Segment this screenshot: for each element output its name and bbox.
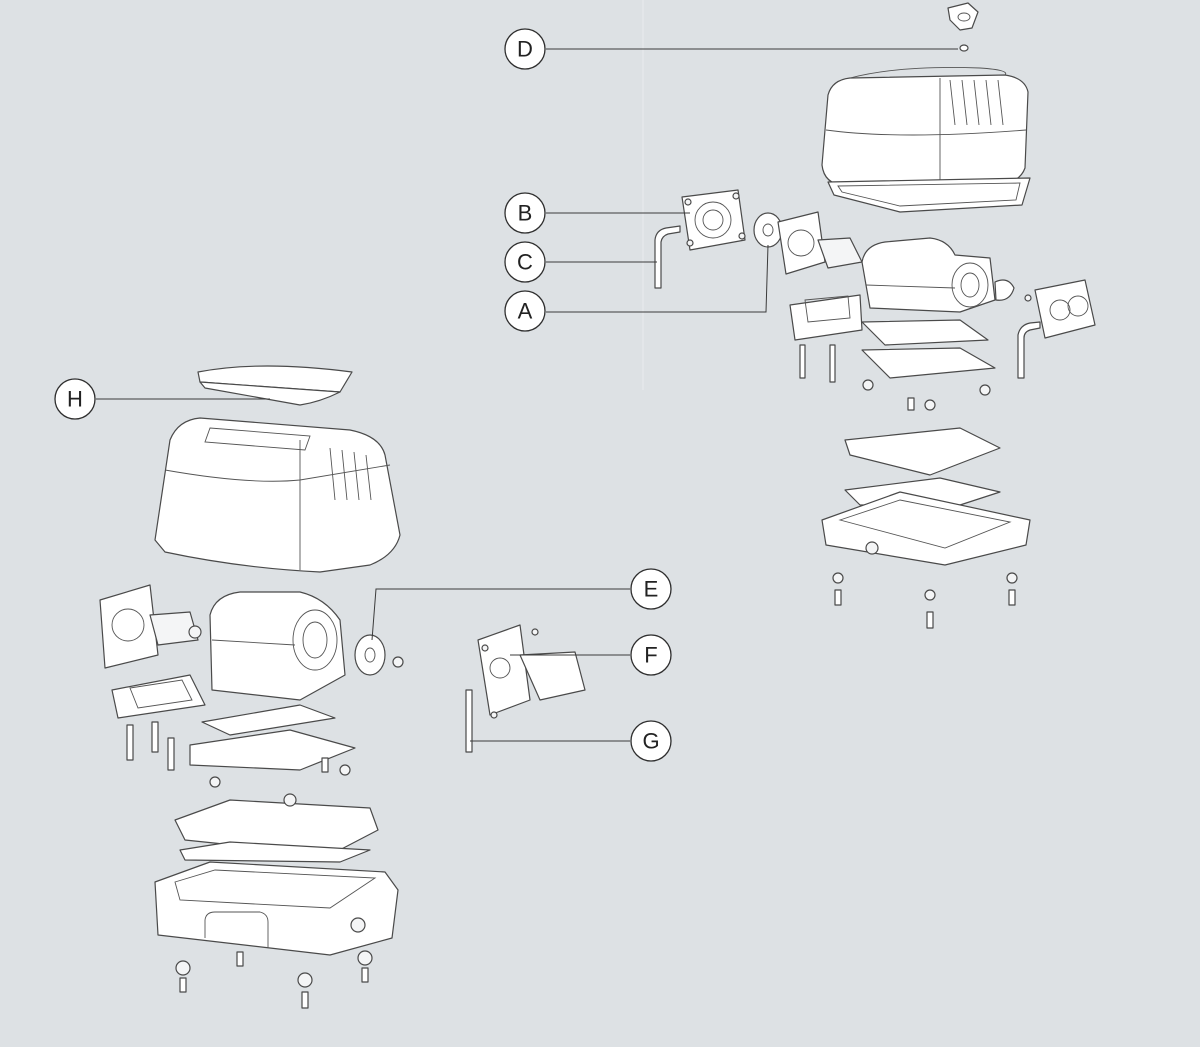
callout-f: F (510, 634, 672, 676)
callout-label-b: B (518, 201, 533, 226)
top-fitting (947, 2, 979, 52)
callout-a: A (504, 244, 769, 332)
left-gasket (179, 841, 371, 863)
left-assembly (99, 365, 586, 1009)
callout-label-h: H (67, 387, 83, 412)
right-pump-head (777, 211, 863, 275)
callout-label-e: E (644, 577, 659, 602)
callout-label-c: C (517, 250, 533, 275)
callout-b: B (504, 192, 690, 234)
callout-label-f: F (644, 643, 657, 668)
callout-circle-c (504, 241, 546, 283)
right-assembly (654, 2, 1096, 629)
left-diaphragm (354, 634, 404, 676)
callout-label-d: D (517, 37, 533, 62)
callout-circle-d (504, 28, 546, 70)
callout-circle-f (630, 634, 672, 676)
callout-e: E (371, 568, 672, 641)
callout-circle-h (54, 378, 96, 420)
right-base-plate (844, 427, 1001, 476)
callout-label-a: A (518, 299, 533, 324)
leader-line-e (371, 588, 630, 641)
left-magnet-block (111, 674, 206, 771)
callout-circle-g (630, 720, 672, 762)
right-top-cover (821, 66, 1031, 213)
left-feet (175, 950, 373, 1009)
left-filter-cover (197, 365, 353, 406)
left-pump-head (99, 584, 202, 669)
left-housing-base (154, 861, 399, 956)
callout-d: D (504, 28, 958, 70)
left-valve-chamber (477, 624, 586, 719)
callout-c: C (504, 241, 657, 283)
right-valve-plate (681, 189, 746, 251)
right-housing-base (821, 491, 1031, 566)
left-top-cover (154, 417, 401, 573)
callout-circle-e (630, 568, 672, 610)
left-air-tube (465, 689, 473, 753)
callout-label-g: G (642, 729, 659, 754)
right-diaphragm (753, 212, 783, 248)
right-circuit-plates (861, 319, 996, 411)
right-valve-chamber (1017, 279, 1096, 379)
right-motor-block (861, 237, 1032, 313)
left-base-plate (174, 799, 379, 856)
callout-circle-b (504, 192, 546, 234)
leader-line-a (546, 244, 769, 313)
right-magnet-block (789, 294, 863, 383)
right-feet (832, 572, 1018, 629)
right-air-tube (654, 225, 681, 289)
callout-h: H (54, 378, 270, 420)
callout-circle-a (504, 290, 546, 332)
left-circuit-plates (189, 704, 356, 788)
left-motor-block (209, 591, 346, 701)
callout-g: G (470, 720, 672, 762)
